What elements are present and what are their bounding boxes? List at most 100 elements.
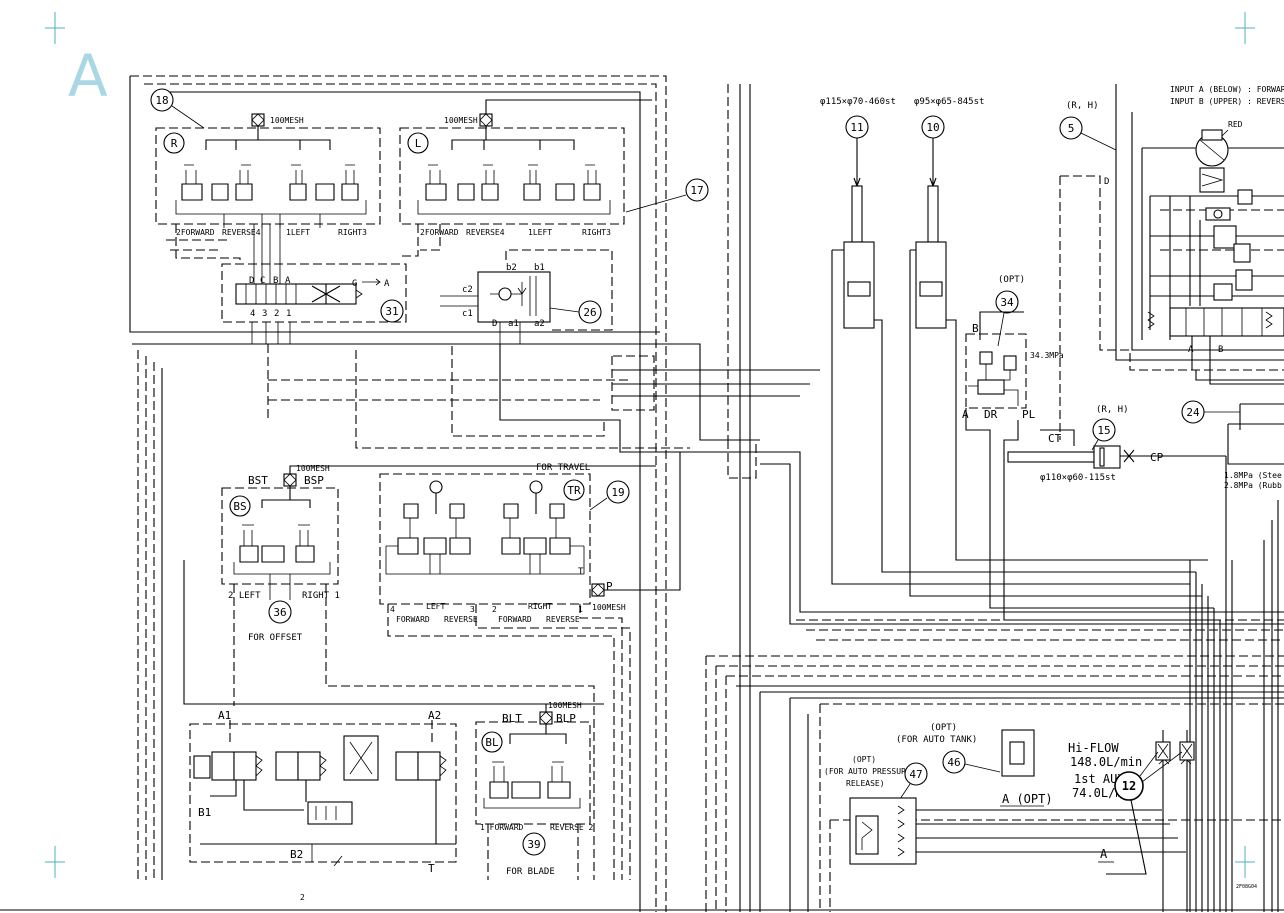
valve-36-caption: FOR OFFSET (248, 633, 303, 643)
valve-36-bst: BST (248, 474, 268, 487)
valve-19-label-9: REVERSE (546, 615, 580, 624)
valve-34-pressure: 34.3MPa (1030, 351, 1064, 360)
valve-18-port-1: 2FORWARD (176, 228, 215, 237)
note-1: 1.8MPa (Stee (1224, 471, 1282, 480)
cylinder-10-number: 10 (926, 121, 939, 134)
valve-36-left: 2 LEFT (228, 591, 261, 601)
valve-47: (OPT) (FOR AUTO PRESSURE RELEASE) 47 (824, 755, 1186, 865)
valve-24-number: 24 (1186, 406, 1200, 419)
valve-39-mesh: 100MESH (548, 701, 582, 710)
valve-17-mesh: 100MESH (444, 116, 478, 125)
valve-47-line2: RELEASE) (846, 779, 885, 788)
drawing-code: 2F08G04 (1236, 884, 1257, 890)
lower-t: T (428, 862, 435, 875)
lower-a1: A1 (218, 709, 231, 722)
valve-5-d: D (1104, 177, 1109, 187)
valve-34-pl: PL (1022, 408, 1036, 421)
valve-5-tag: (R, H) (1066, 101, 1099, 111)
valve-19-label-3: LEFT (426, 602, 445, 611)
cylinder-11-spec: φ115×φ70-460st (820, 97, 896, 107)
valve-17-port-2: REVERSE4 (466, 228, 505, 237)
valve-12-number: 12 (1122, 779, 1136, 793)
valve-31-port-b: B (273, 276, 278, 286)
valve-47-line1: (FOR AUTO PRESSURE (824, 767, 911, 776)
valve-39-blt: BLT (502, 712, 522, 725)
valve-5-port-a: A (1188, 345, 1194, 355)
valve-36-right: RIGHT 1 (302, 591, 340, 601)
valve-17-port-1: 2FORWARD (420, 228, 459, 237)
valve-26-port-d: D (492, 319, 497, 329)
valve-39-caption: FOR BLADE (506, 867, 555, 877)
valve-17-letter: L (415, 137, 422, 150)
lower-b2: B2 (290, 848, 303, 861)
cylinder-15-number: 15 (1097, 424, 1110, 437)
valve-39-right: REVERSE 2 (550, 823, 594, 832)
red-label: RED (1228, 120, 1243, 129)
valve-17-number: 17 (690, 184, 703, 197)
valve-39-left: 1 FORWARD (480, 823, 524, 832)
valve-39-blp: BLP (556, 712, 576, 725)
valve-5-number: 5 (1068, 122, 1075, 135)
cylinder-15-tag: (R, H) (1096, 405, 1129, 415)
valve-19-label-2: FORWARD (396, 615, 430, 624)
travel-valve-19: FOR TRAVEL TR 19 P T 100MESH 4 FORWARD L… (379, 452, 681, 880)
page-number: 2 (300, 893, 305, 902)
sheet-letter: A (68, 42, 108, 110)
valve-26-port-b2: b2 (506, 263, 517, 273)
valve-19-label-5: 3 (470, 605, 475, 614)
valve-36-bsp: BSP (304, 474, 324, 487)
valve-18-port-3: 1LEFT (286, 228, 310, 237)
valve-36-letter: BS (233, 500, 246, 513)
valve-26-port-c1: c1 (462, 309, 473, 319)
valve-17-port-4: RIGHT3 (582, 228, 611, 237)
valve-46-tag: (OPT) (930, 723, 957, 733)
valve-46: (OPT) (FOR AUTO TANK) 46 (896, 723, 1035, 777)
lower-b1: B1 (198, 806, 211, 819)
hiflow-label: Hi-FLOW (1068, 741, 1119, 755)
valve-18-port-4: RIGHT3 (338, 228, 367, 237)
cylinder-15-spec: φ110×φ60-115st (1040, 473, 1116, 483)
valve-26-number: 26 (583, 306, 596, 319)
valve-19-label-6: 2 (492, 605, 497, 614)
cylinder-10-spec: φ95×φ65-845st (914, 97, 984, 107)
valve-19-p: P (606, 580, 613, 593)
pilot-valve-17: L 100MESH 2FORWARD REVERSE4 1LEFT RIGHT3… (399, 99, 709, 237)
valve-31-port-2: 2 (274, 309, 279, 319)
valve-19-label-4: REVERSE (444, 615, 478, 624)
lower-a2: A2 (428, 709, 441, 722)
valve-34-number: 34 (1000, 296, 1014, 309)
valve-34-dr: DR (984, 408, 998, 421)
valve-26-port-b1: b1 (534, 263, 545, 273)
valve-26-port-a1: a1 (508, 319, 519, 329)
valve-18-mesh: 100MESH (270, 116, 304, 125)
input-b-note: INPUT B (UPPER) : REVERSE (1170, 97, 1284, 106)
valve-34-b: B (972, 322, 979, 335)
cylinder-11-number: 11 (850, 121, 863, 134)
lower-control-block: A1 A2 B1 B2 T (183, 560, 604, 875)
valve-19-number: 19 (611, 486, 624, 499)
valve-18-port-2: REVERSE4 (222, 228, 261, 237)
note-2: 2.8MPa (Rubb (1224, 481, 1282, 490)
valve-19-letter: TR (567, 484, 581, 497)
valve-26-port-c2: c2 (462, 285, 473, 295)
aux-valve-12: Hi-FLOW 148.0L/min 1st AUX. 74.0L/min B … (1000, 730, 1195, 912)
a-label: A (1100, 847, 1108, 861)
input-a-note: INPUT A (BELOW) : FORWARD (1170, 85, 1284, 94)
registration-marks (45, 12, 1255, 878)
cylinder-11: φ115×φ70-460st 11 (820, 97, 1196, 585)
blade-valve-39: BL 100MESH BLT BLP 1 FORWARD REVERSE 2 3… (475, 701, 594, 880)
valve-19-caption: FOR TRAVEL (536, 463, 590, 473)
right-line-network (705, 451, 1284, 912)
shuttle-valve-26: b2 b1 c2 c1 D a1 a2 26 (440, 249, 613, 344)
valve-19-label-8: RIGHT (528, 602, 552, 611)
valve-34-tag: (OPT) (998, 275, 1025, 285)
relief-valve-34: (OPT) 34 B 34.3MPa A DR PL (962, 275, 1220, 621)
valve-5-port-b: B (1218, 345, 1223, 355)
valve-47-tag: (OPT) (852, 755, 876, 764)
offset-valve-36: BS 100MESH BST BSP 2 LEFT RIGHT 1 36 FOR… (221, 464, 656, 880)
valve-26-port-a2: a2 (534, 319, 545, 329)
valve-31-port-c: C (260, 276, 265, 286)
valve-36-number: 36 (273, 606, 286, 619)
valve-39-letter: BL (485, 736, 499, 749)
valve-31-port-1: 1 (286, 309, 291, 319)
